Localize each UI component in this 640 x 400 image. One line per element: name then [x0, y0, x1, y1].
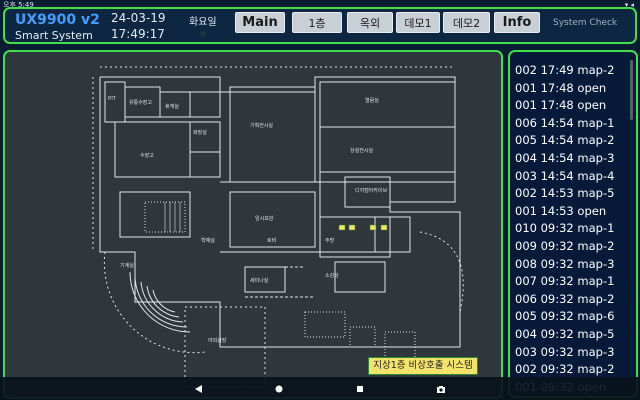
room-label-curator: 학예실	[201, 237, 215, 244]
event-log-panel: 002 17:49 map-2 001 17:48 open 001 17:48 o…	[508, 50, 638, 398]
floor-plan-drawing: PIT 유통수장고 휴게실 화장실 로비 기획전시실 임시보관 열람실 수장고 …	[92, 66, 464, 388]
log-entry[interactable]: 010 09:32 map-1	[515, 221, 615, 236]
room-label-storage: 유통수장고	[129, 99, 152, 106]
log-entry[interactable]: 005 14:54 map-2	[515, 133, 615, 148]
weekday-display: 화요일	[189, 17, 217, 28]
log-entry[interactable]: 002 14:53 map-5	[515, 186, 615, 201]
call-point-marker	[369, 224, 377, 231]
call-point-marker	[338, 224, 346, 231]
log-entry[interactable]: 007 09:32 map-1	[515, 274, 615, 289]
room-label-permanent: 상설전시실	[350, 147, 373, 154]
floor-plan-panel: PIT 유통수장고 휴게실 화장실 로비 기획전시실 임시보관 열람실 수장고 …	[3, 50, 503, 399]
log-entry[interactable]: 004 14:54 map-3	[515, 150, 615, 165]
back-icon[interactable]	[192, 382, 206, 396]
room-label-reading: 열람실	[365, 97, 379, 104]
log-entry[interactable]: 009 09:32 map-2	[515, 238, 615, 253]
room-label-lounge: 휴게실	[165, 103, 179, 110]
log-entry[interactable]: 001 17:48 open	[515, 98, 607, 113]
log-entry[interactable]: 008 09:32 map-3	[515, 256, 615, 271]
status-icons: ▾ ◂	[624, 1, 634, 9]
brand-subtitle: Smart System	[15, 29, 93, 42]
room-label-machine: 기계실	[120, 262, 134, 269]
call-point-marker	[348, 224, 356, 231]
clock-display: 17:49:17	[111, 27, 165, 41]
header-panel: UX9900 v2 Smart System 24-03-19 17:49:17…	[3, 7, 637, 44]
recents-icon[interactable]	[353, 382, 367, 396]
room-label-exhibition: 기획전시실	[250, 122, 273, 129]
tab-demo1[interactable]: 데모1	[396, 12, 440, 33]
log-entry[interactable]: 002 09:32 map-2	[515, 362, 615, 377]
tab-floor1[interactable]: 1층	[292, 12, 342, 33]
log-entry[interactable]: 002 17:49 map-2	[515, 63, 615, 77]
status-indicator	[200, 31, 206, 37]
date-display: 24-03-19	[111, 11, 166, 25]
floor-caption: 지상1층 비상호출 시스템	[368, 357, 478, 375]
system-check-link[interactable]: System Check	[553, 18, 618, 28]
android-nav-bar	[0, 377, 640, 400]
room-label-kitchen: 주방	[325, 237, 335, 244]
room-label-plaza: 야외광장	[208, 337, 227, 344]
room-label-seminar: 세미나실	[250, 277, 269, 284]
room-label-restroom: 화장실	[193, 129, 207, 136]
tab-demo2[interactable]: 데모2	[443, 12, 490, 33]
status-time: 오후 5:49	[3, 1, 34, 9]
room-label-archive: 디지털아카이브	[355, 187, 388, 194]
room-label-lobby: 로비	[267, 237, 276, 244]
home-icon[interactable]	[272, 382, 286, 396]
tab-outdoor[interactable]: 옥외	[347, 12, 393, 33]
log-entry[interactable]: 003 14:54 map-4	[515, 168, 615, 183]
brand-title: UX9900 v2	[15, 12, 100, 28]
log-entry[interactable]: 006 09:32 map-2	[515, 291, 615, 306]
room-label-auditorium: 소강당	[325, 272, 339, 279]
room-label-pit: PIT	[108, 96, 116, 102]
camera-icon[interactable]	[434, 382, 448, 396]
event-log-list: 002 17:49 map-2 001 17:48 open 001 17:48 o…	[515, 62, 621, 396]
tab-main[interactable]: Main	[235, 12, 285, 33]
log-entry[interactable]: 001 14:53 open	[515, 203, 607, 218]
call-point-marker	[380, 224, 388, 231]
log-entry[interactable]: 004 09:32 map-5	[515, 326, 615, 341]
log-entry[interactable]: 006 14:54 map-1	[515, 115, 615, 130]
log-entry[interactable]: 001 17:48 open	[515, 80, 607, 95]
log-entry[interactable]: 003 09:32 map-3	[515, 344, 615, 359]
tab-info[interactable]: Info	[494, 12, 540, 33]
status-bar: 오후 5:49 ▾ ◂	[0, 0, 640, 10]
room-label-temp-storage: 임시보관	[255, 215, 274, 222]
log-scrollbar[interactable]	[630, 60, 633, 120]
room-label-vault: 수장고	[140, 152, 154, 159]
log-entry[interactable]: 005 09:32 map-6	[515, 309, 615, 324]
